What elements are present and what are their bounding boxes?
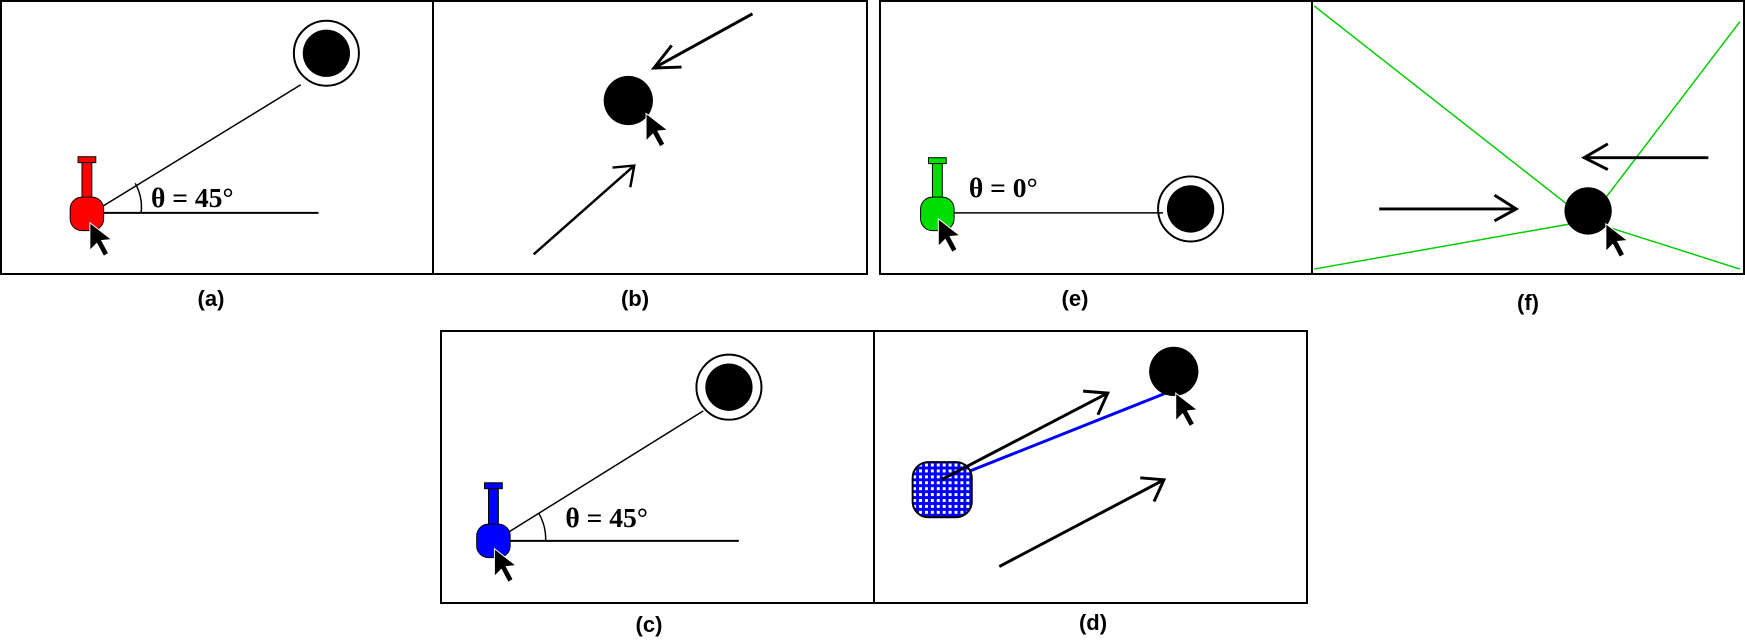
caption-f: (f) [1517, 290, 1539, 315]
flask-tool-icon[interactable] [920, 157, 955, 232]
mouse-pointer-icon [937, 217, 962, 253]
angle-arc [538, 512, 547, 541]
panel-f [1311, 0, 1745, 275]
target-disc-icon [1149, 346, 1199, 397]
caption-c: (c) [635, 612, 663, 637]
motion-arrow-icon [1581, 142, 1709, 171]
angle-label: θ = 45° [565, 502, 648, 533]
angle-arc [134, 182, 143, 213]
target-disc-icon [1564, 187, 1612, 235]
caption-a: (a) [197, 286, 225, 311]
target-disc-icon [603, 75, 653, 126]
mouse-pointer-icon [89, 221, 113, 257]
panel-b [432, 0, 868, 275]
panel-a: θ = 45° [0, 0, 434, 275]
flask-tool-icon[interactable] [69, 156, 105, 232]
panel-e-canvas: θ = 0° [920, 157, 1225, 253]
link-line [91, 84, 302, 214]
mouse-pointer-icon [493, 547, 518, 583]
grid-blob-icon[interactable] [911, 461, 973, 519]
panel-d-canvas [911, 346, 1199, 568]
sight-lines [1313, 5, 1741, 270]
panel-f-canvas [1313, 5, 1741, 270]
angle-label: θ = 0° [969, 172, 1038, 203]
mouse-pointer-icon [645, 112, 670, 148]
panel-c-canvas: θ = 45° [476, 353, 763, 583]
target-disc-icon [1157, 175, 1225, 243]
panel-b-canvas [532, 12, 754, 256]
panel-d [873, 330, 1308, 604]
caption-d: (d) [1078, 610, 1108, 635]
flask-tool-icon[interactable] [476, 482, 511, 559]
motion-arrow-icon [1379, 193, 1520, 223]
target-disc-icon [292, 19, 360, 87]
caption-b: (b) [620, 286, 650, 311]
panel-a-canvas: θ = 45° [69, 19, 360, 257]
motion-arrow-icon [940, 389, 1110, 482]
caption-e: (e) [1061, 286, 1089, 311]
angle-label: θ = 45° [151, 182, 234, 213]
motion-arrow-icon [998, 476, 1167, 568]
link-line [929, 387, 1177, 489]
panel-e: θ = 0° [879, 0, 1313, 275]
mouse-pointer-icon [1175, 392, 1199, 428]
mouse-pointer-icon [1605, 222, 1629, 258]
motion-arrow-icon [532, 164, 636, 256]
target-disc-icon [695, 353, 763, 421]
motion-arrow-icon [650, 12, 754, 70]
link-line [494, 410, 704, 542]
panel-c: θ = 45° [440, 330, 875, 604]
